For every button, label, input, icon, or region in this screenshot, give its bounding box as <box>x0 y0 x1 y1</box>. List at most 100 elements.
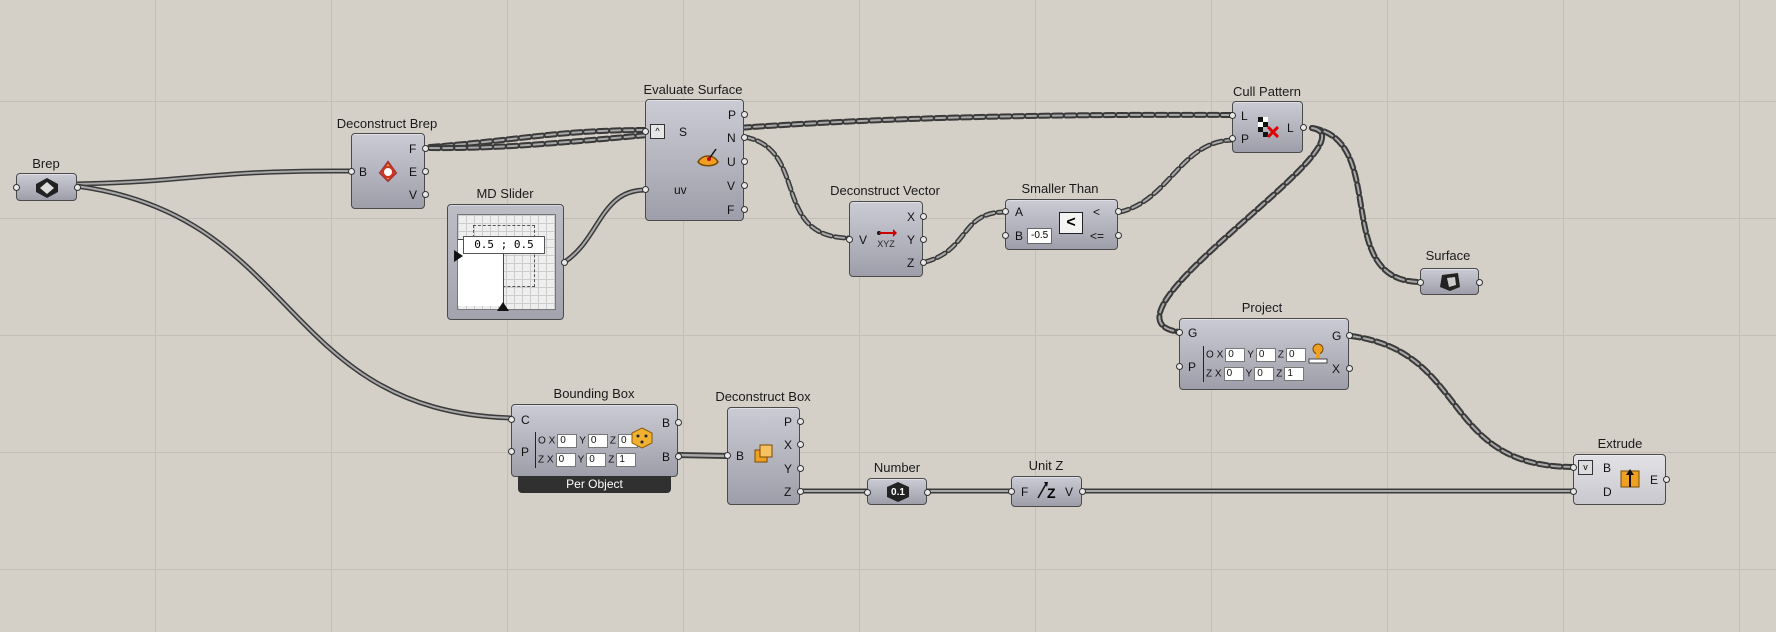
evaluate-surface-input-s[interactable] <box>642 128 649 135</box>
unit-z-title: Unit Z <box>1028 458 1064 473</box>
project-input-g[interactable] <box>1176 329 1183 336</box>
cull-pattern-title: Cull Pattern <box>1233 84 1301 99</box>
bounding-box-output-b1[interactable] <box>675 419 682 426</box>
deconstruct-brep-component[interactable]: B F E V <box>348 133 429 209</box>
bbox-normal-z[interactable]: 1 <box>616 453 637 467</box>
cull-pattern-input-p[interactable] <box>1229 135 1236 142</box>
deconstruct-brep-input-b[interactable] <box>348 168 355 175</box>
unit-z-input-f[interactable] <box>1008 488 1015 495</box>
deconstruct-box-output-p[interactable] <box>797 418 804 425</box>
project-normal-x[interactable]: 0 <box>1223 367 1244 381</box>
md-slider-output[interactable] <box>561 259 568 266</box>
wire-smaller-than-to-cull-pattern <box>1117 137 1235 215</box>
bounding-box-input-p[interactable] <box>508 448 515 455</box>
evaluate-surface-output-p[interactable] <box>741 111 748 118</box>
evaluate-surface-output-v[interactable] <box>741 182 748 189</box>
brep-input-port[interactable] <box>13 184 20 191</box>
md-slider-title: MD Slider <box>476 186 534 201</box>
evaluate-surface-output-n[interactable] <box>741 134 748 141</box>
deconstruct-box-input-b[interactable] <box>724 452 731 459</box>
project-output-g[interactable] <box>1346 332 1353 339</box>
bounding-box-output-b2[interactable] <box>675 453 682 460</box>
project-input-p[interactable] <box>1176 363 1183 370</box>
project-origin-y[interactable]: 0 <box>1255 348 1276 362</box>
cull-pattern-component[interactable]: L P L <box>1229 101 1307 153</box>
deconstruct-box-output-z[interactable] <box>797 488 804 495</box>
port-label-v: V <box>409 188 418 202</box>
per-object-tag[interactable]: Per Object <box>518 476 671 493</box>
evaluate-surface-component[interactable]: ^ S uv P N U V F <box>642 99 748 221</box>
bbox-normal-x[interactable]: 0 <box>555 453 576 467</box>
evaluate-surface-output-f[interactable] <box>741 206 748 213</box>
cull-pattern-output-l[interactable] <box>1300 124 1307 131</box>
slider-bottom-handle[interactable] <box>497 302 509 311</box>
smaller-than-output-less[interactable] <box>1115 208 1122 215</box>
bbox-origin-x[interactable]: 0 <box>557 434 578 448</box>
deconstruct-vector-output-z[interactable] <box>920 259 927 266</box>
port-label-f: F <box>727 203 735 217</box>
surface-output-port[interactable] <box>1476 279 1483 286</box>
number-output-port[interactable] <box>924 489 931 496</box>
evaluate-surface-input-uv[interactable] <box>642 186 649 193</box>
smaller-than-b-value[interactable]: -0.5 <box>1027 228 1053 244</box>
cull-pattern-input-l[interactable] <box>1229 112 1236 119</box>
reparam-flag-icon[interactable]: ^ <box>650 124 665 139</box>
deconstruct-vector-title: Deconstruct Vector <box>830 183 940 198</box>
number-input-port[interactable] <box>864 489 871 496</box>
unit-z-output-v[interactable] <box>1079 488 1086 495</box>
extrude-input-b[interactable] <box>1570 464 1577 471</box>
brep-output-port[interactable] <box>74 184 81 191</box>
deconstruct-brep-output-f[interactable] <box>422 145 429 152</box>
port-label-v: V <box>859 233 868 247</box>
deconstruct-brep-output-e[interactable] <box>422 168 429 175</box>
project-origin-z[interactable]: 0 <box>1286 348 1307 362</box>
deconstruct-vector-component[interactable]: V X Y Z XYZ <box>846 201 927 277</box>
brep-component[interactable] <box>13 173 81 201</box>
port-label-b: B <box>1015 229 1024 243</box>
port-label-f: F <box>409 142 417 156</box>
bbox-origin-y[interactable]: 0 <box>587 434 608 448</box>
extrude-title: Extrude <box>1597 436 1643 451</box>
project-normal-z[interactable]: 1 <box>1284 367 1305 381</box>
deconstruct-vector-input-v[interactable] <box>846 236 853 243</box>
graft-flag-icon[interactable]: v <box>1578 460 1593 475</box>
slider-left-handle[interactable] <box>454 250 463 262</box>
wire-faces-to-cull-pattern <box>427 111 1235 152</box>
extrude-component[interactable]: v B D E <box>1570 454 1670 505</box>
bounding-box-input-c[interactable] <box>508 416 515 423</box>
number-component[interactable]: 0.1 <box>864 478 931 505</box>
evaluate-surface-output-u[interactable] <box>741 158 748 165</box>
extrude-output-e[interactable] <box>1663 476 1670 483</box>
surface-input-port[interactable] <box>1417 279 1424 286</box>
smaller-than-component[interactable]: A B -0.5 < < <= <box>1002 199 1122 250</box>
deconstruct-brep-output-v[interactable] <box>422 191 429 198</box>
deconstruct-vector-output-x[interactable] <box>920 213 927 220</box>
unit-z-component[interactable]: F Z V <box>1008 476 1086 507</box>
smaller-than-input-b[interactable] <box>1002 232 1009 239</box>
extrude-input-d[interactable] <box>1570 488 1577 495</box>
project-normal-y[interactable]: 0 <box>1254 367 1275 381</box>
smaller-than-input-a[interactable] <box>1002 208 1009 215</box>
port-label-p: P <box>728 108 737 122</box>
project-output-x[interactable] <box>1346 365 1353 372</box>
smaller-than-title: Smaller Than <box>1021 181 1099 196</box>
md-slider-component[interactable]: 0.5 ; 0.5 <box>447 204 568 320</box>
surface-component[interactable] <box>1417 268 1483 295</box>
smaller-than-output-less-equal[interactable] <box>1115 232 1122 239</box>
deconstruct-box-output-y[interactable] <box>797 465 804 472</box>
bbox-normal-y[interactable]: 0 <box>586 453 607 467</box>
project-origin-x[interactable]: 0 <box>1225 348 1246 362</box>
slider-2d-area[interactable] <box>454 214 556 311</box>
deconstruct-box-output-x[interactable] <box>797 441 804 448</box>
cull-pattern-icon <box>1255 114 1281 140</box>
deconstruct-box-title: Deconstruct Box <box>715 389 811 404</box>
deconstruct-box-component[interactable]: B P X Y Z <box>724 407 804 505</box>
port-label-b2: B <box>662 450 671 464</box>
deconstruct-vector-output-y[interactable] <box>920 236 927 243</box>
port-label-e: E <box>1650 473 1659 487</box>
